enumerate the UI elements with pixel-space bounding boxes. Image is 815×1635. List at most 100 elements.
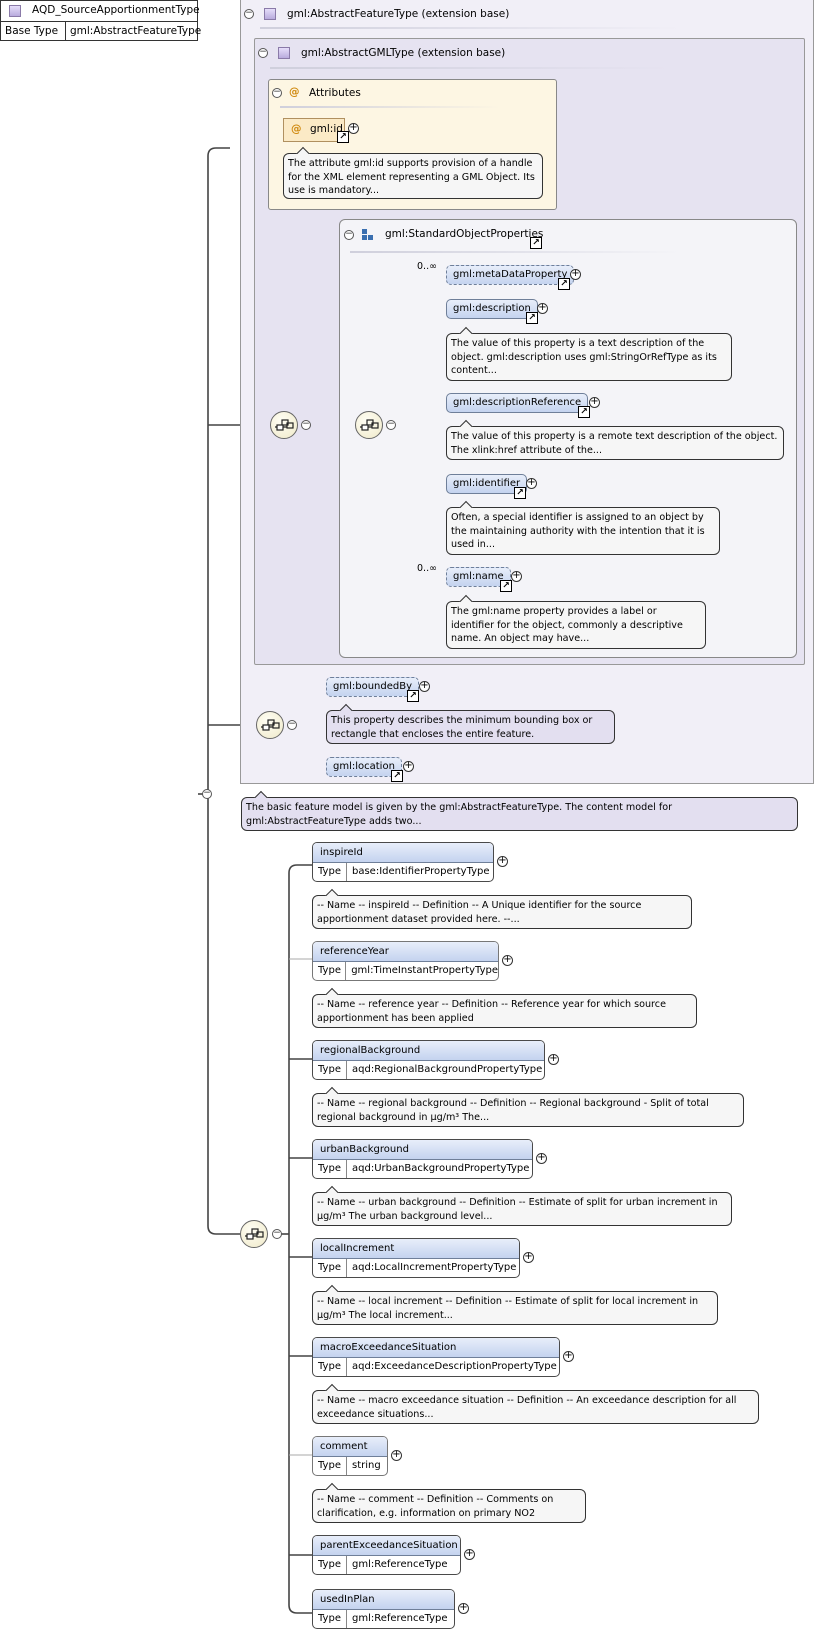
identifier-note: Often, a special identifier is assigned …: [446, 507, 720, 555]
name-element[interactable]: gml:name: [446, 567, 511, 587]
sequence-toggle[interactable]: −: [287, 719, 297, 730]
abstract-gml-title: gml:AbstractGMLType (extension base): [301, 47, 506, 59]
reference-icon[interactable]: ↗: [530, 237, 542, 249]
cardinality-label: 0..∞: [417, 563, 437, 574]
attributes-title: Attributes: [309, 87, 361, 99]
expand-icon[interactable]: +: [563, 1350, 574, 1362]
complex-type-icon: [9, 5, 21, 17]
macro-exceedance-situation-note: -- Name -- macro exceedance situation --…: [312, 1390, 759, 1424]
sequence-toggle[interactable]: −: [301, 419, 311, 430]
element-type: string: [352, 1460, 381, 1471]
reference-year-note-text: -- Name -- reference year -- Definition …: [317, 999, 666, 1024]
comment-element[interactable]: comment Type string: [312, 1436, 388, 1476]
type-label: Type: [313, 863, 347, 881]
element-name: parentExceedanceSituation: [313, 1536, 460, 1556]
bounded-by-element[interactable]: gml:boundedBy: [326, 677, 420, 697]
bounded-by-note-text: This property describes the minimum boun…: [331, 715, 593, 740]
group-icon: [362, 229, 373, 240]
element-name: regionalBackground: [313, 1041, 544, 1061]
reference-icon[interactable]: ↗: [558, 278, 570, 290]
reference-icon[interactable]: ↗: [391, 770, 403, 782]
expand-icon[interactable]: +: [570, 268, 581, 280]
description-element[interactable]: gml:description: [446, 299, 538, 319]
expand-icon[interactable]: +: [523, 1251, 534, 1263]
sequence-icon[interactable]: [240, 1220, 268, 1248]
expand-icon[interactable]: +: [403, 760, 414, 772]
type-label: Type: [313, 1556, 347, 1574]
gml-id-attribute[interactable]: @ gml:id: [283, 118, 345, 142]
expand-icon[interactable]: +: [502, 954, 513, 966]
reference-icon[interactable]: ↗: [407, 690, 419, 702]
expand-icon[interactable]: +: [497, 855, 508, 867]
inspire-id-element[interactable]: inspireId Type base:IdentifierPropertyTyp…: [312, 842, 494, 882]
root-type-box[interactable]: AQD_SourceApportionmentType Base Type gm…: [0, 0, 201, 41]
identifier-note-text: Often, a special identifier is assigned …: [451, 512, 705, 550]
reference-icon[interactable]: ↗: [514, 487, 526, 499]
standard-props-toggle[interactable]: −: [344, 229, 354, 240]
comment-note: -- Name -- comment -- Definition -- Comm…: [312, 1489, 586, 1523]
element-type: aqd:ExceedanceDescriptionPropertyType: [352, 1361, 557, 1372]
type-label: Type: [313, 1610, 347, 1628]
expand-icon[interactable]: +: [589, 396, 600, 408]
standard-props-title: gml:StandardObjectProperties: [385, 228, 544, 240]
abstract-feature-toggle[interactable]: −: [244, 8, 254, 19]
expand-icon[interactable]: +: [464, 1548, 475, 1560]
attribute-icon: @: [291, 123, 302, 135]
description-reference-note: The value of this property is a remote t…: [446, 426, 784, 460]
reference-icon[interactable]: ↗: [526, 312, 538, 324]
element-type: base:IdentifierPropertyType: [352, 866, 490, 877]
complex-type-icon: [278, 47, 290, 59]
description-note: The value of this property is a text des…: [446, 333, 732, 381]
sequence-icon[interactable]: [256, 711, 284, 739]
type-label: Type: [313, 1457, 347, 1475]
expand-icon[interactable]: +: [419, 680, 430, 692]
reference-icon[interactable]: ↗: [500, 580, 512, 592]
sequence-icon[interactable]: [270, 411, 298, 439]
root-collapse-toggle[interactable]: −: [202, 788, 212, 799]
element-name: macroExceedanceSituation: [313, 1338, 559, 1358]
expand-icon[interactable]: +: [458, 1602, 469, 1614]
sequence-toggle[interactable]: −: [386, 419, 396, 430]
type-label: Type: [313, 1259, 347, 1277]
expand-icon[interactable]: +: [536, 1152, 547, 1164]
element-type: aqd:LocalIncrementPropertyType: [352, 1262, 517, 1273]
abstract-gml-toggle[interactable]: −: [258, 47, 268, 58]
urban-background-note-text: -- Name -- urban background -- Definitio…: [317, 1197, 718, 1222]
expand-icon[interactable]: +: [526, 477, 537, 489]
reference-icon[interactable]: ↗: [578, 406, 590, 418]
element-name: comment: [313, 1437, 387, 1457]
expand-icon[interactable]: +: [548, 1053, 559, 1065]
gml-id-note: The attribute gml:id supports provision …: [283, 153, 543, 199]
type-label: Type: [313, 1061, 347, 1079]
regional-background-note-text: -- Name -- regional background -- Defini…: [317, 1098, 709, 1123]
regional-background-note: -- Name -- regional background -- Defini…: [312, 1093, 744, 1127]
expand-icon[interactable]: +: [511, 570, 522, 582]
expand-icon[interactable]: +: [348, 122, 359, 134]
abstract-feature-note-text: The basic feature model is given by the …: [246, 802, 673, 827]
reference-icon[interactable]: ↗: [337, 131, 349, 143]
macro-exceedance-situation-note-text: -- Name -- macro exceedance situation --…: [317, 1395, 737, 1420]
abstract-feature-title: gml:AbstractFeatureType (extension base): [287, 8, 510, 20]
sequence-toggle[interactable]: −: [272, 1228, 282, 1239]
description-reference-note-text: The value of this property is a remote t…: [451, 431, 778, 456]
description-reference-element[interactable]: gml:descriptionReference: [446, 393, 589, 413]
gml-id-note-text: The attribute gml:id supports provision …: [288, 158, 535, 196]
meta-data-property-element[interactable]: gml:metaDataProperty: [446, 265, 575, 285]
attributes-toggle[interactable]: −: [272, 87, 282, 98]
element-name: inspireId: [313, 843, 493, 863]
sequence-icon[interactable]: [355, 411, 383, 439]
parent-exceedance-situation-element[interactable]: parentExceedanceSituation Type gml:Refere…: [312, 1535, 461, 1575]
expand-icon[interactable]: +: [391, 1449, 402, 1461]
location-element[interactable]: gml:location: [326, 757, 402, 777]
abstract-feature-note: The basic feature model is given by the …: [241, 797, 798, 831]
element-type: gml:ReferenceType: [352, 1559, 448, 1570]
root-type-name: AQD_SourceApportionmentType: [32, 4, 200, 16]
expand-icon[interactable]: +: [537, 302, 548, 314]
element-name: referenceYear: [313, 942, 498, 962]
